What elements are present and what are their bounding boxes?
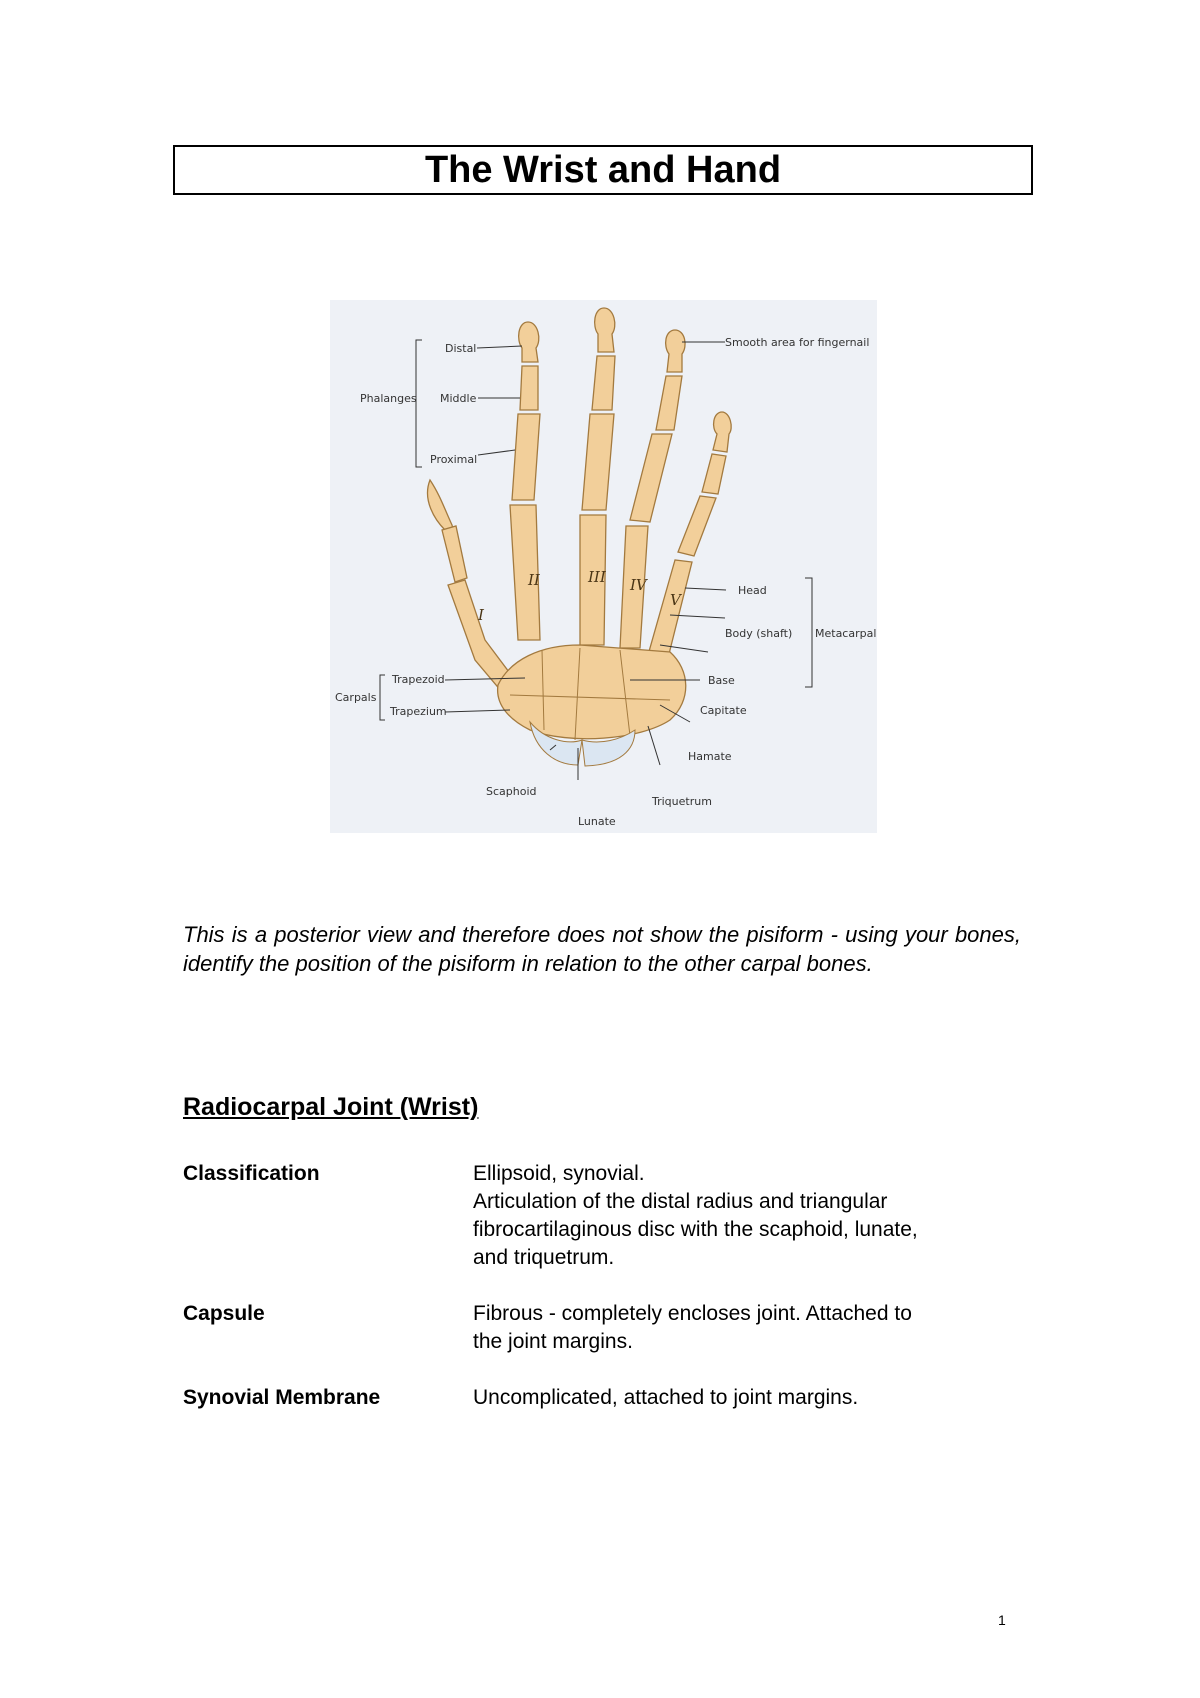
metacarpal-iv: [619, 525, 649, 649]
trapezium-leader: [444, 709, 511, 713]
label-base: Base: [708, 674, 735, 687]
label-metacarpal: Metacarpal: [815, 627, 876, 640]
label-smooth-area: Smooth area for fingernail: [725, 336, 869, 349]
definition-classification: Ellipsoid, synovial. Articulation of the…: [473, 1160, 1003, 1272]
numeral-v: V: [670, 591, 683, 609]
ring-proximal-phalanx: [629, 433, 673, 523]
definition-line: Uncomplicated, attached to joint margins…: [473, 1386, 859, 1409]
metacarpal-bracket: [805, 577, 813, 688]
numeral-iv: IV: [629, 576, 649, 594]
middle-distal-phalanx: [593, 307, 616, 353]
ring-middle-phalanx: [655, 375, 683, 431]
label-triquetrum: Triquetrum: [651, 795, 712, 808]
definition-line: Fibrous - completely encloses joint. Att…: [473, 1302, 912, 1325]
numeral-i: I: [477, 606, 485, 624]
base-leader: [659, 644, 709, 653]
phalanges-bracket: [415, 339, 422, 468]
section-heading: Radiocarpal Joint (Wrist): [183, 1093, 479, 1121]
hand-bones-figure: I II III IV V Phalanges: [330, 300, 877, 833]
proximal-leader: [477, 449, 516, 456]
carpal-divisions: [509, 647, 671, 741]
label-head: Head: [738, 584, 767, 597]
distal-leader: [476, 345, 523, 349]
hand-skeleton-illustration: I II III IV V Phalanges: [330, 300, 877, 833]
label-capitate: Capitate: [700, 704, 747, 717]
definition-row-synovial-membrane: Synovial Membrane Uncomplicated, attache…: [183, 1384, 1023, 1414]
label-trapezium: Trapezium: [389, 705, 447, 718]
leader-lines: [379, 339, 813, 780]
metacarpal-ii: [509, 504, 541, 641]
little-middle-phalanx: [701, 453, 727, 495]
lunate-surface: [581, 729, 636, 767]
trapezoid-leader: [444, 677, 526, 681]
term-capsule: Capsule: [183, 1302, 265, 1325]
label-middle: Middle: [440, 392, 477, 405]
little-proximal-phalanx: [677, 495, 717, 557]
term-classification: Classification: [183, 1162, 320, 1185]
definition-line: fibrocartilaginous disc with the scaphoi…: [473, 1218, 918, 1241]
definition-line: the joint margins.: [473, 1330, 633, 1353]
carpals-bracket: [379, 674, 385, 721]
definition-line: and triquetrum.: [473, 1246, 615, 1269]
label-body: Body (shaft): [725, 627, 792, 640]
thumb-proximal-phalanx: [441, 525, 468, 583]
little-distal-phalanx: [712, 411, 732, 453]
numeral-ii: II: [527, 571, 541, 589]
ring-distal-phalanx: [664, 329, 686, 373]
definition-line: Articulation of the distal radius and tr…: [473, 1190, 888, 1213]
body-leader: [669, 614, 726, 619]
page-number: 1: [998, 1612, 1006, 1628]
hamate-leader: [659, 704, 691, 723]
bones-group: [426, 307, 732, 740]
carpal-mass: [497, 644, 687, 740]
term-synovial-membrane: Synovial Membrane: [183, 1386, 381, 1409]
definition-capsule: Fibrous - completely encloses joint. Att…: [473, 1300, 1003, 1356]
definition-synovial-membrane: Uncomplicated, attached to joint margins…: [473, 1384, 1003, 1412]
label-carpals: Carpals: [335, 691, 377, 704]
label-hamate: Hamate: [688, 750, 732, 763]
pisiform-note: This is a posterior view and therefore d…: [183, 922, 1021, 976]
label-trapezoid: Trapezoid: [391, 673, 445, 686]
title-box: The Wrist and Hand: [173, 145, 1033, 195]
label-distal: Distal: [445, 342, 476, 355]
definition-row-classification: Classification Ellipsoid, synovial. Arti…: [183, 1160, 1023, 1276]
label-proximal: Proximal: [430, 453, 477, 466]
head-leader: [684, 587, 727, 591]
page-title: The Wrist and Hand: [424, 148, 782, 191]
index-middle-phalanx: [519, 365, 539, 411]
figure-labels: Phalanges Distal Middle Proximal Smooth …: [335, 336, 876, 828]
label-phalanges: Phalanges: [360, 392, 417, 405]
triquetrum-leader: [647, 725, 661, 766]
middle-middle-phalanx: [591, 355, 616, 411]
definition-line: Ellipsoid, synovial.: [473, 1162, 645, 1185]
metacarpal-iii: [579, 514, 607, 646]
definition-row-capsule: Capsule Fibrous - completely encloses jo…: [183, 1300, 1023, 1360]
label-scaphoid: Scaphoid: [486, 785, 537, 798]
middle-proximal-phalanx: [581, 413, 615, 511]
numeral-iii: III: [587, 568, 607, 586]
roman-numerals: I II III IV V: [477, 568, 683, 624]
index-distal-phalanx: [517, 321, 540, 363]
scaphoid-leader: [549, 744, 557, 751]
label-lunate: Lunate: [578, 815, 616, 828]
index-proximal-phalanx: [511, 413, 541, 501]
